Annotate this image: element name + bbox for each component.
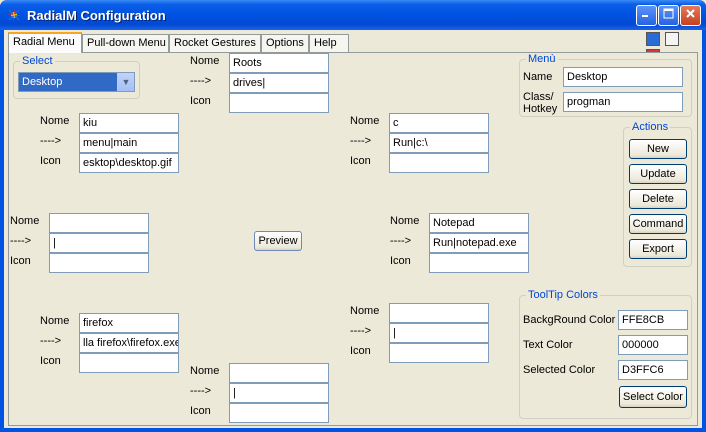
update-button[interactable]: Update <box>629 164 687 184</box>
new-button[interactable]: New <box>629 139 687 159</box>
right-icon-label: Icon <box>390 255 411 267</box>
bg-color-label: BackgRound Color <box>523 314 616 326</box>
selected-color-label: Selected Color <box>523 364 596 376</box>
tab-radial-menu[interactable]: Radial Menu <box>8 32 82 53</box>
left-icon-field[interactable] <box>49 253 149 273</box>
left-arrow-label: ----> <box>10 235 32 247</box>
right-icon-field[interactable] <box>429 253 529 273</box>
tab-rocket-gestures[interactable]: Rocket Gestures <box>169 34 261 52</box>
tab-pull-down-menu[interactable]: Pull-down Menu <box>82 34 169 52</box>
upper-right-icon-field[interactable] <box>389 153 489 173</box>
upper-right-action-field[interactable]: Run|c:\ <box>389 133 489 153</box>
left-action-field[interactable]: | <box>49 233 149 253</box>
top-nome-label: Nome <box>190 55 220 67</box>
app-icon <box>7 8 21 22</box>
bottom-icon-label: Icon <box>190 405 211 417</box>
bottom-action-field[interactable]: | <box>229 383 329 403</box>
upper-left-icon-field[interactable]: esktop\desktop.gif <box>79 153 179 173</box>
text-color-field[interactable]: 000000 <box>618 335 688 355</box>
lower-left-nome-label: Nome <box>40 315 70 327</box>
upper-right-nome-label: Nome <box>350 115 380 127</box>
bg-color-field[interactable]: FFE8CB <box>618 310 688 330</box>
lower-left-arrow-label: ----> <box>40 335 62 347</box>
menu-class-label-line2: Hotkey <box>523 103 558 115</box>
select-group: Select Desktop ▼ <box>13 55 140 99</box>
top-action-field[interactable]: drives| <box>229 73 329 93</box>
select-color-button[interactable]: Select Color <box>619 386 687 408</box>
menu-class-label: Class/Hotkey <box>523 91 557 115</box>
upper-left-nome-field[interactable]: kiu <box>79 113 179 133</box>
left-nome-field[interactable] <box>49 213 149 233</box>
top-icon-label: Icon <box>190 95 211 107</box>
bottom-icon-field[interactable] <box>229 403 329 423</box>
title-bar[interactable]: RadialM Configuration <box>0 0 706 30</box>
upper-left-nome-label: Nome <box>40 115 70 127</box>
select-legend: Select <box>20 55 55 67</box>
minimize-button[interactable] <box>636 5 657 26</box>
export-button[interactable]: Export <box>629 239 687 259</box>
lower-left-icon-field[interactable] <box>79 353 179 373</box>
upper-right-arrow-label: ----> <box>350 135 372 147</box>
tab-help[interactable]: Help <box>309 34 349 52</box>
document-icon[interactable] <box>665 32 680 46</box>
lower-right-nome-label: Nome <box>350 305 380 317</box>
left-icon-label: Icon <box>10 255 31 267</box>
menu-group: Menù Name Desktop Class/Hotkey progman <box>519 53 692 117</box>
maximize-icon <box>663 8 674 19</box>
minimize-icon <box>642 15 648 17</box>
right-nome-field[interactable]: Notepad <box>429 213 529 233</box>
bottom-nome-label: Nome <box>190 365 220 377</box>
lower-left-icon-label: Icon <box>40 355 61 367</box>
lower-right-icon-field[interactable] <box>389 343 489 363</box>
top-arrow-label: ----> <box>190 75 212 87</box>
upper-left-arrow-label: ----> <box>40 135 62 147</box>
right-arrow-label: ----> <box>390 235 412 247</box>
upper-left-icon-label: Icon <box>40 155 61 167</box>
upper-right-nome-field[interactable]: c <box>389 113 489 133</box>
world-icon[interactable] <box>646 32 660 46</box>
lower-right-action-field[interactable]: | <box>389 323 489 343</box>
top-icon-field[interactable] <box>229 93 329 113</box>
command-button[interactable]: Command <box>629 214 687 234</box>
preview-button[interactable]: Preview <box>254 231 302 251</box>
maximize-button[interactable] <box>658 5 679 26</box>
menu-select-value: Desktop <box>22 76 63 88</box>
lower-right-nome-field[interactable] <box>389 303 489 323</box>
tooltip-legend: ToolTip Colors <box>526 289 600 301</box>
toolbar-icons <box>644 32 696 63</box>
upper-left-action-field[interactable]: menu|main <box>79 133 179 153</box>
menu-select-dropdown[interactable]: Desktop ▼ <box>18 72 135 92</box>
menu-name-label: Name <box>523 71 553 83</box>
actions-legend: Actions <box>630 121 671 133</box>
lower-right-icon-label: Icon <box>350 345 371 357</box>
selected-color-field[interactable]: D3FFC6 <box>618 360 688 380</box>
chevron-down-icon[interactable]: ▼ <box>117 73 134 91</box>
lower-left-action-field[interactable]: lla firefox\firefox.exe <box>79 333 179 353</box>
menu-class-field[interactable]: progman <box>563 92 683 112</box>
text-color-label: Text Color <box>523 339 573 351</box>
window-title: RadialM Configuration <box>27 8 166 23</box>
radial-menu-panel: Select Desktop ▼ Nome Roots ----> drives… <box>8 52 698 426</box>
tooltip-colors-group: ToolTip Colors BackgRound Color FFE8CB T… <box>519 289 692 419</box>
left-nome-label: Nome <box>10 215 40 227</box>
bottom-arrow-label: ----> <box>190 385 212 397</box>
bottom-nome-field[interactable] <box>229 363 329 383</box>
menu-legend: Menù <box>526 53 558 65</box>
delete-button[interactable]: Delete <box>629 189 687 209</box>
upper-right-icon-label: Icon <box>350 155 371 167</box>
right-nome-label: Nome <box>390 215 420 227</box>
lower-left-nome-field[interactable]: firefox <box>79 313 179 333</box>
menu-class-label-line1: Class/ <box>523 91 554 103</box>
right-action-field[interactable]: Run|notepad.exe <box>429 233 529 253</box>
menu-name-field[interactable]: Desktop <box>563 67 683 87</box>
top-nome-field[interactable]: Roots <box>229 53 329 73</box>
client-area: Radial Menu Pull-down Menu Rocket Gestur… <box>4 30 702 428</box>
close-icon <box>686 9 695 18</box>
tab-options[interactable]: Options <box>261 34 309 52</box>
actions-group: Actions New Update Delete Command Export <box>623 121 692 267</box>
lower-right-arrow-label: ----> <box>350 325 372 337</box>
close-button[interactable] <box>680 5 701 26</box>
